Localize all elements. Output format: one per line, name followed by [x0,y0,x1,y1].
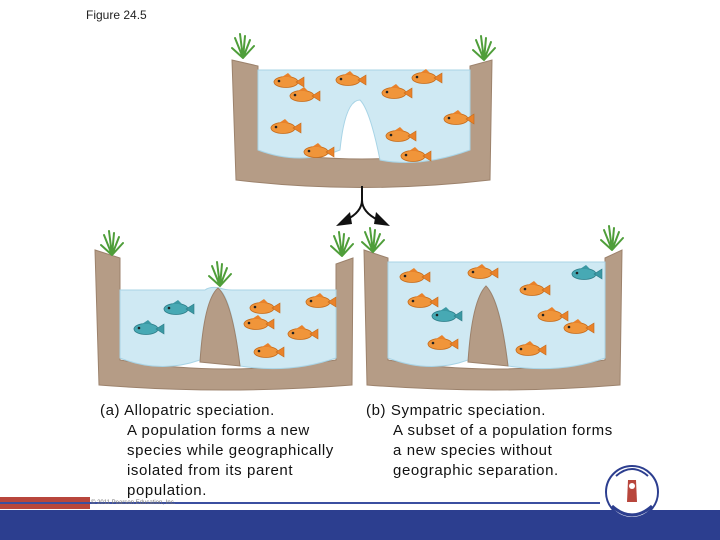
allopatric-pond [94,230,354,391]
caption-allopatric-body: A population forms a new species while g… [127,422,334,499]
grass-icon [100,230,124,256]
caption-sympatric-body: A subset of a population forms a new spe… [393,422,613,479]
grass-icon [231,33,255,59]
caption-allopatric: (a) Allopatric speciation. A population … [100,401,360,501]
parent-population-pond [231,33,496,188]
figure-label: Figure 24.5 [86,8,147,22]
footer-divider [0,502,600,504]
university-seal-icon [605,465,659,519]
split-arrow-icon [336,186,390,226]
grass-icon [361,227,385,253]
speciation-diagram [94,33,624,391]
grass-icon [600,225,624,251]
grass-icon [472,35,496,61]
footer-bar [0,510,720,540]
grass-icon [330,231,354,257]
caption-sympatric: (b) Sympatric speciation. A subset of a … [366,401,616,481]
copyright-notice: © 2011 Pearson Education, Inc. [91,500,176,506]
sympatric-pond [361,225,624,391]
grass-icon [208,261,232,287]
caption-allopatric-title: (a) Allopatric speciation. [100,402,275,419]
caption-sympatric-title: (b) Sympatric speciation. [366,402,547,419]
